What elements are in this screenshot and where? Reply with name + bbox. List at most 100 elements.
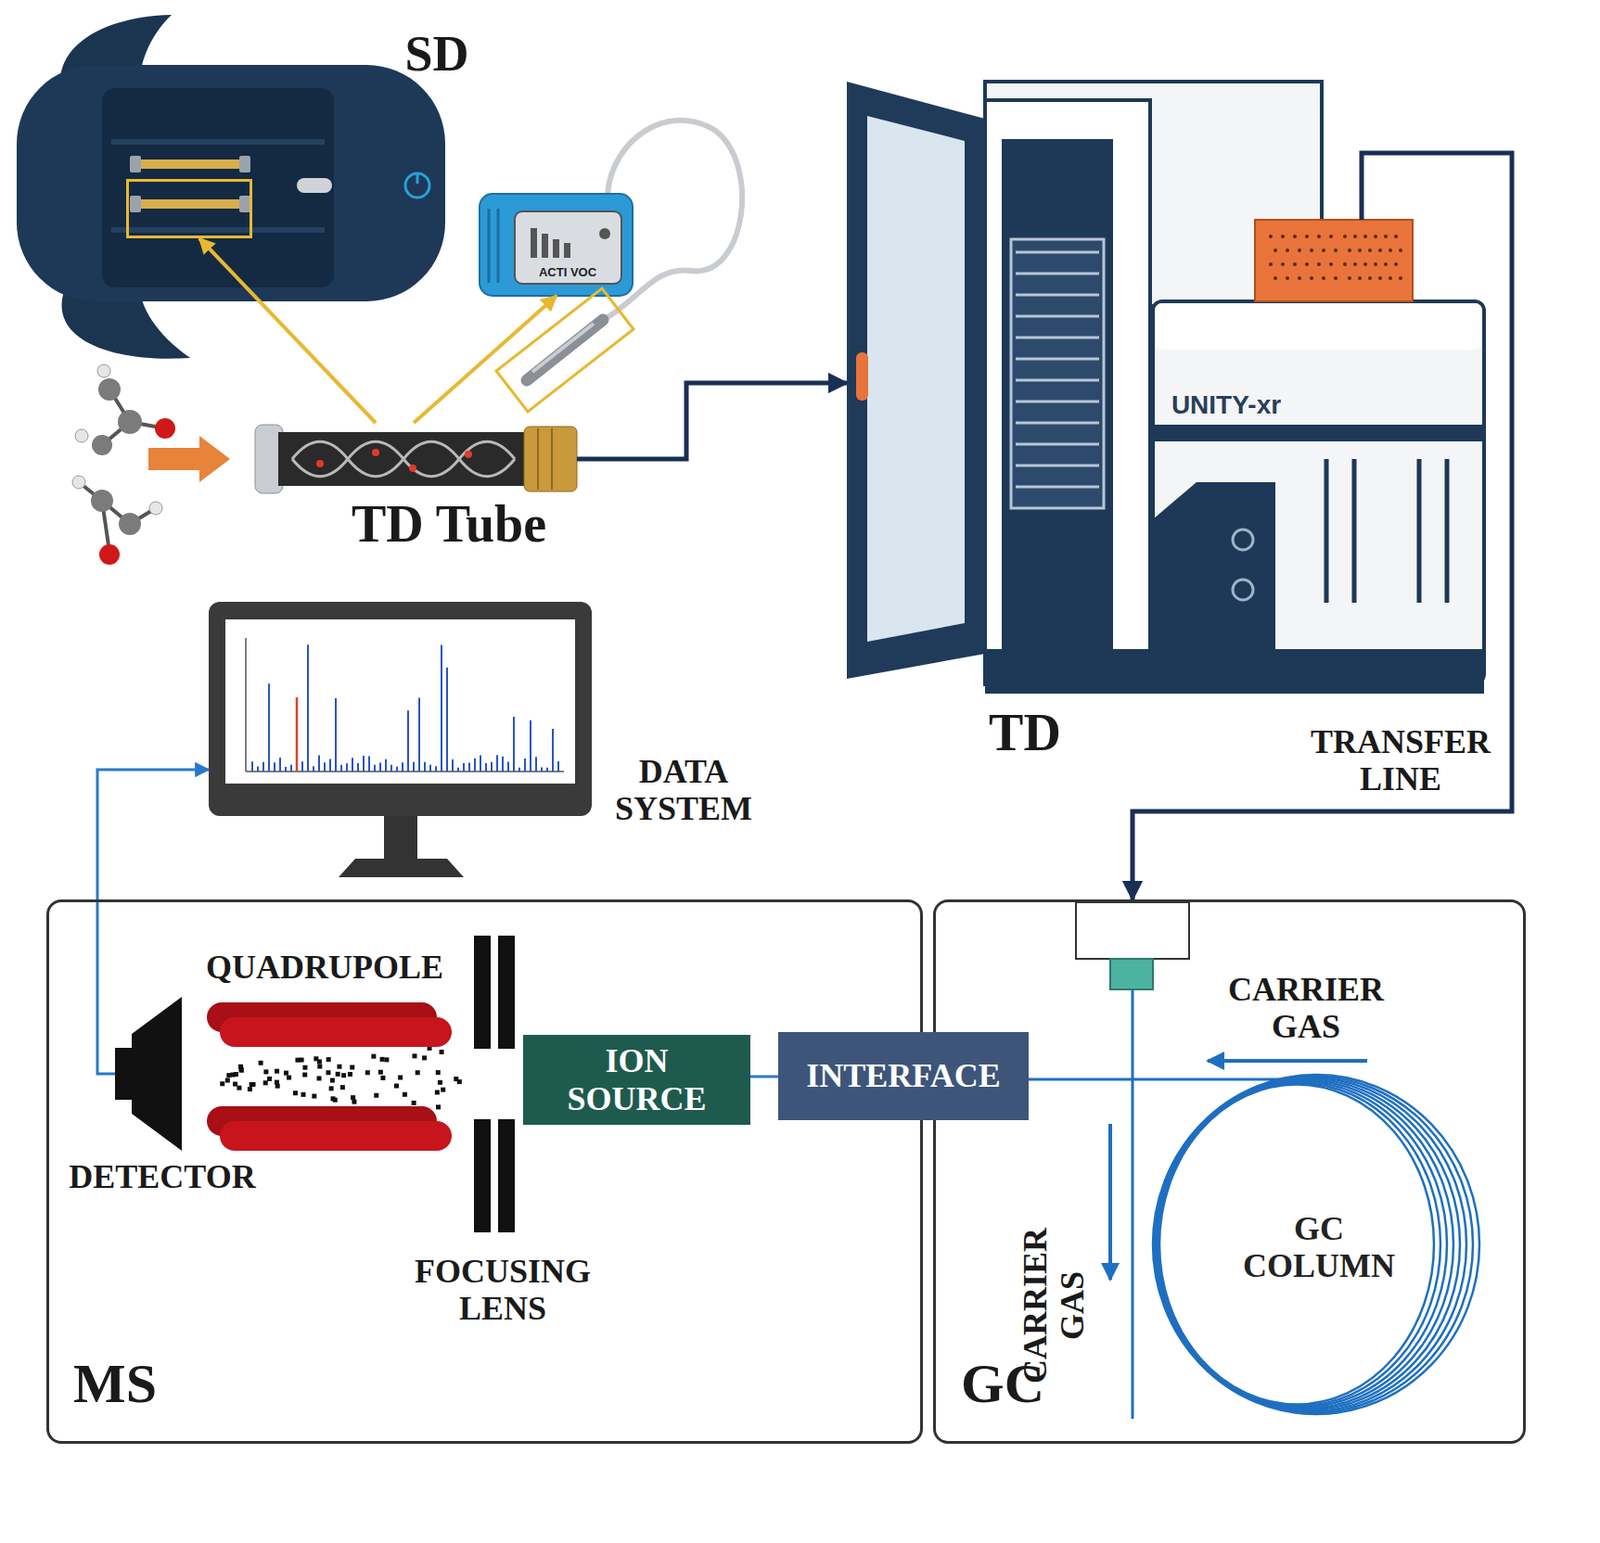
- molecules: [97, 364, 111, 378]
- vent-dot: [1373, 262, 1378, 267]
- ion-beam: [225, 1078, 231, 1084]
- quadrupole-label: QUADRUPOLE: [205, 948, 444, 986]
- chromatogram-peak: [307, 644, 309, 772]
- td-tube-drawing: [409, 464, 417, 473]
- vent-dot: [1297, 276, 1302, 281]
- sampling-device: [111, 227, 325, 233]
- voc-monitor-box: ACTI VOC: [479, 193, 633, 296]
- vent-dot: [1305, 234, 1309, 239]
- vent-dot: [1373, 234, 1378, 239]
- tray-slat: [1015, 358, 1100, 361]
- ion-beam: [422, 1055, 427, 1061]
- td-instrument: [1417, 459, 1422, 603]
- ion-beam: [317, 1075, 322, 1081]
- ion-beam: [347, 1072, 353, 1077]
- chromatogram-peak: [518, 768, 521, 772]
- vent-dot: [1343, 234, 1347, 239]
- chromatogram-peak: [396, 767, 398, 772]
- td-instrument: [985, 100, 1151, 685]
- chromatogram-peak: [279, 757, 282, 772]
- sampler-highlight: SD: [126, 179, 253, 239]
- chromatogram-peak: [501, 756, 504, 772]
- chromatogram-peak: [423, 762, 426, 772]
- ion-beam: [402, 1092, 408, 1098]
- molecules: [98, 378, 121, 401]
- quadrupole: QUADRUPOLE: [206, 1002, 452, 1152]
- quadrupole-shape: [219, 1017, 452, 1048]
- voc-monitor: [541, 233, 549, 258]
- td-instrument: [985, 649, 1485, 694]
- chromatogram-peak: [468, 762, 471, 772]
- tray-slat: [1015, 252, 1100, 487]
- chromatogram-peak: [490, 762, 493, 772]
- vent-dot: [1321, 248, 1326, 253]
- ion-beam: [394, 1084, 399, 1089]
- interface-label: INTERFACE: [806, 1057, 1000, 1095]
- ion-beam: [336, 1064, 342, 1070]
- interface: INTERFACE: [778, 1032, 1029, 1121]
- vent-dot: [1378, 276, 1383, 281]
- vent-dot: [1268, 262, 1273, 267]
- ms-panel-label: MS: [73, 1353, 157, 1416]
- connector: [1132, 153, 1512, 900]
- ion-beam: [302, 1065, 308, 1071]
- data-monitor: [208, 601, 592, 878]
- molecules: [91, 435, 113, 456]
- ion-beam: [219, 1046, 462, 1111]
- tray-slat: [1015, 464, 1100, 468]
- td-instrument: [846, 81, 986, 679]
- ion-beam: [380, 1057, 385, 1063]
- voc-monitor: [530, 228, 538, 258]
- ion-beam: [435, 1070, 441, 1076]
- vent-dot: [1297, 248, 1302, 253]
- td-tube-drawing: [292, 441, 515, 477]
- ion-beam: [351, 1100, 357, 1105]
- column-coil: [1152, 1075, 1480, 1415]
- ion-beam: [373, 1093, 379, 1099]
- connector: [576, 383, 847, 460]
- ion-beam: [415, 1070, 421, 1076]
- chromatogram-peak: [323, 762, 326, 772]
- connector: [199, 238, 376, 423]
- column-coil: [1154, 1077, 1467, 1412]
- chromatogram-peak: [435, 766, 437, 772]
- molecules: [154, 418, 176, 439]
- chromatogram-peak: [512, 716, 515, 772]
- chromatogram-peak: [379, 762, 382, 772]
- td-instrument: [1232, 529, 1254, 551]
- chromatogram-peak: [457, 768, 460, 772]
- vent-dot: [1268, 234, 1403, 281]
- chromatogram-peak: [301, 761, 304, 772]
- data-system-label: DATA SYSTEM: [590, 753, 777, 829]
- vent-dot: [1353, 234, 1357, 239]
- vent-dot: [1285, 276, 1290, 281]
- chromatogram-peak: [418, 697, 421, 772]
- voc-monitor: [479, 120, 743, 412]
- ion-beam: [340, 1085, 346, 1090]
- carrier-gas-arrow: [1207, 1059, 1368, 1063]
- ion-beam: [274, 1069, 280, 1075]
- vent-dot: [1388, 248, 1393, 253]
- chromatogram-peak: [362, 755, 365, 772]
- quadrupole-shape: [206, 1002, 452, 1152]
- focusing-lens-label: FOCUSING LENS: [400, 1253, 605, 1329]
- td-instrument: [1152, 301, 1485, 684]
- data-monitor: [208, 601, 592, 817]
- vent-dot: [1394, 234, 1398, 239]
- ion-beam: [329, 1086, 334, 1091]
- column-coil: [1156, 1080, 1454, 1409]
- voc-monitor: [497, 208, 500, 283]
- gc-hardware: [1131, 989, 1135, 1420]
- chromatogram-peak: [273, 762, 276, 772]
- td-tube-drawing: [316, 460, 324, 468]
- ion-beam: [258, 1061, 264, 1066]
- tray-slat: [1015, 272, 1100, 276]
- ion-beam: [219, 1081, 225, 1087]
- data-monitor: [384, 816, 418, 861]
- chromatogram-peak: [334, 698, 337, 772]
- ion-beam: [341, 1073, 346, 1078]
- data-system: DATA SYSTEM: [208, 601, 592, 878]
- td-tube-drawing: [255, 424, 577, 494]
- molecules: [118, 512, 141, 536]
- focusing-lens-shape: [473, 935, 491, 1050]
